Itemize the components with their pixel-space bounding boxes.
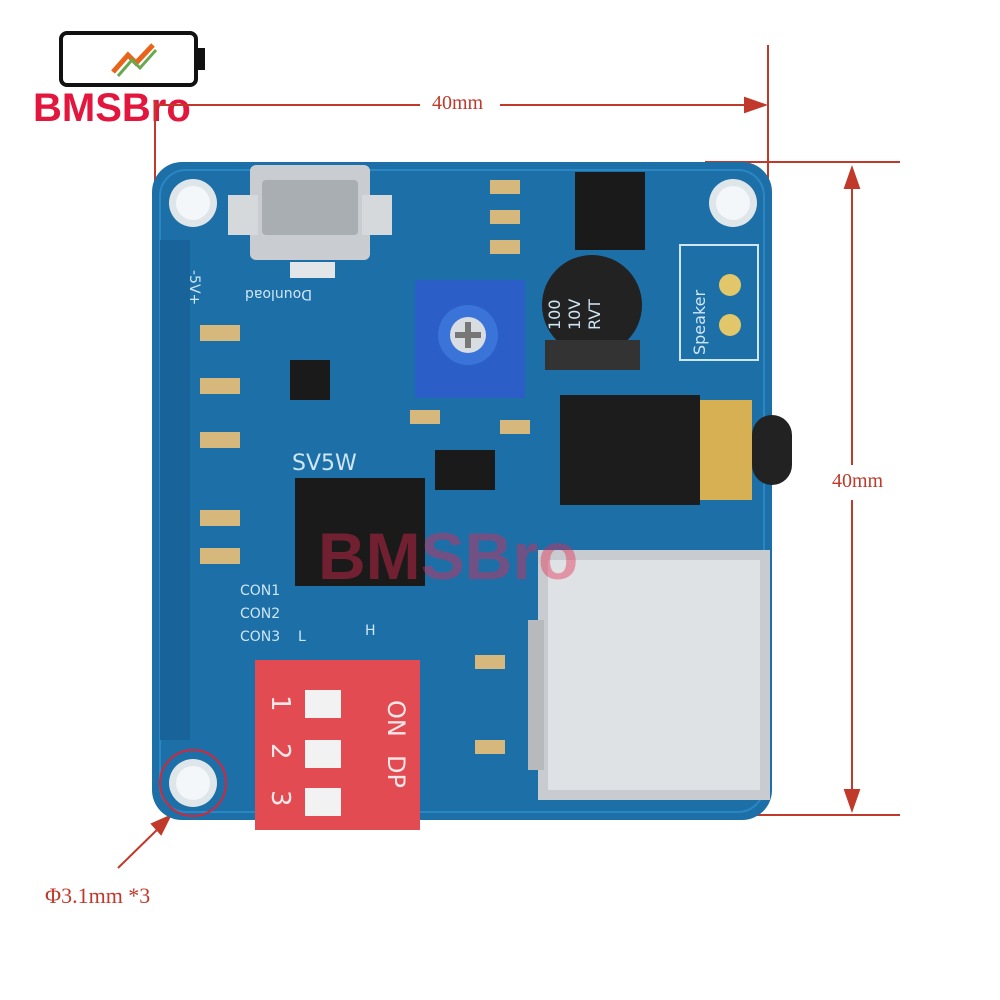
dip-number-1: 1 bbox=[265, 695, 295, 712]
l-label: L bbox=[298, 629, 306, 645]
mounting-holes bbox=[159, 179, 757, 817]
chip-label: SV5W bbox=[292, 451, 357, 476]
smd-components bbox=[200, 180, 530, 754]
capacitor-text-1: 100 bbox=[545, 299, 564, 330]
capacitor-text-2: 10V bbox=[565, 299, 584, 330]
battery-icon bbox=[59, 31, 205, 87]
dip-number-3: 3 bbox=[265, 790, 295, 807]
potentiometer bbox=[415, 280, 525, 398]
height-dimension-label: 40mm bbox=[828, 470, 888, 493]
con3-label: CON3 bbox=[240, 629, 280, 645]
usb-connector bbox=[228, 165, 392, 278]
hole-dimension-label: Φ3.1mm *3 bbox=[45, 883, 151, 908]
dip-number-2: 2 bbox=[265, 743, 295, 760]
con1-label: CON1 bbox=[240, 583, 280, 599]
logo-text: BMSBro bbox=[33, 86, 191, 130]
usb-label: Dounload bbox=[245, 286, 312, 302]
con2-label: CON2 bbox=[240, 606, 280, 622]
logo bbox=[30, 30, 220, 130]
h-label: H bbox=[365, 623, 376, 639]
dip-on-label: ON bbox=[382, 700, 410, 737]
dip-switch bbox=[255, 660, 420, 830]
power-label: -5V+ bbox=[186, 270, 202, 305]
dip-dp-label: DP bbox=[382, 755, 410, 788]
capacitor-text-3: RVT bbox=[585, 299, 604, 330]
capacitor bbox=[542, 255, 642, 355]
header-pins bbox=[160, 240, 190, 740]
amp-chip bbox=[575, 172, 645, 250]
sd-card-slot bbox=[528, 550, 770, 800]
watermark: BMSBro bbox=[318, 519, 579, 593]
audio-jack bbox=[560, 395, 792, 505]
main-chip bbox=[295, 478, 425, 586]
width-dimension-label: 40mm bbox=[428, 92, 488, 115]
speaker-connector bbox=[679, 244, 759, 361]
speaker-label: Speaker bbox=[690, 290, 709, 356]
